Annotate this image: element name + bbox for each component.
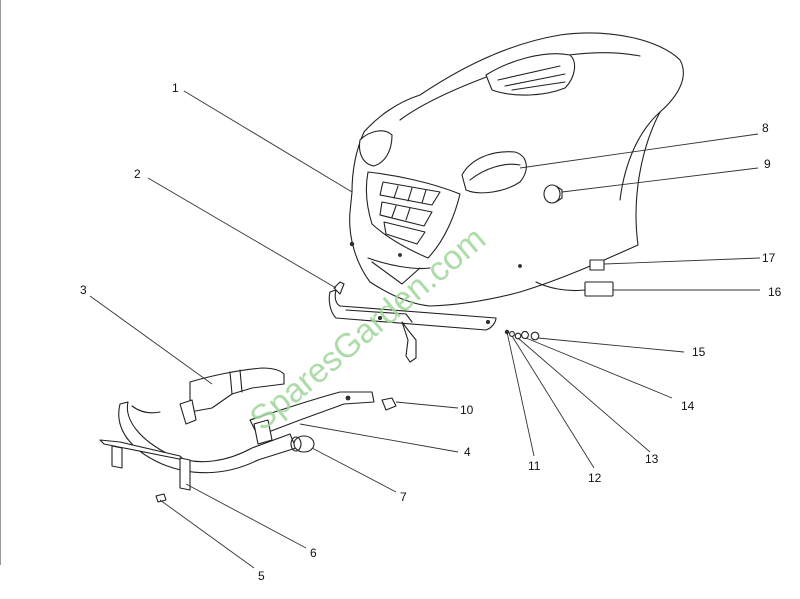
socket-part [543,184,563,204]
callout-1: 1 [172,81,179,95]
callout-3: 3 [80,283,87,297]
callout-7: 7 [400,490,407,504]
leader-lines [89,90,761,569]
callout-5: 5 [258,569,265,583]
bolt-part [155,493,167,503]
callout-labels: 1 2 3 4 5 6 7 8 9 10 11 12 13 14 15 16 1… [80,81,782,583]
switch-part [589,259,605,271]
end-cap-part [290,435,315,453]
callout-9: 9 [764,157,771,171]
callout-11: 11 [528,459,541,473]
callout-4: 4 [464,445,471,459]
lower-plate-bracket-part [99,439,191,491]
front-bracket-part [328,281,497,363]
bushing-part [381,397,397,411]
callout-6: 6 [310,546,317,560]
callout-17: 17 [762,251,776,265]
callout-8: 8 [762,121,769,135]
callout-15: 15 [692,345,706,359]
callout-10: 10 [460,403,474,417]
callout-14: 14 [681,399,695,413]
module-box-part [535,281,614,297]
callout-13: 13 [645,452,659,466]
callout-2: 2 [134,167,141,181]
hood-part [349,32,684,307]
tube-mount-left-part [179,367,285,425]
callout-16: 16 [768,285,782,299]
callout-12: 12 [588,471,602,485]
